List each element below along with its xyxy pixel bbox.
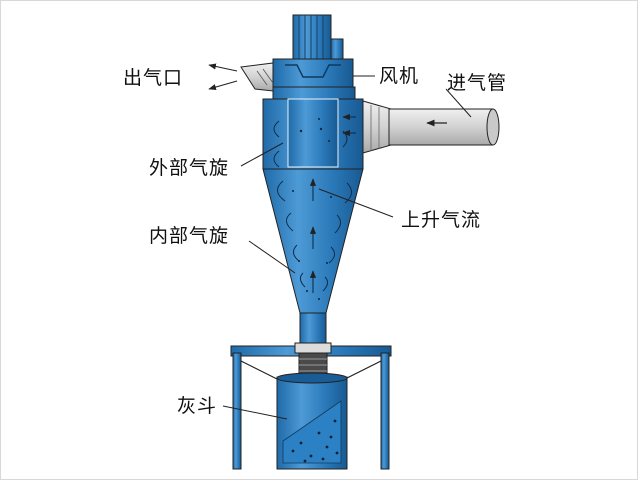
fan-housing [272, 58, 356, 100]
inlet-pipe [362, 100, 500, 154]
rising-flow-arrows [309, 113, 356, 293]
outlet-duct [240, 62, 274, 92]
label-outlet: 出气口 [123, 67, 184, 89]
label-outer-vortex: 外部气旋 [149, 157, 230, 179]
label-fan: 风机 [379, 65, 420, 87]
label-rising-flow: 上升气流 [401, 209, 482, 231]
dust-particles [292, 118, 332, 300]
discharge-neck [294, 312, 332, 378]
ash-hopper [276, 372, 348, 470]
label-ash-hopper: 灰斗 [177, 395, 218, 417]
airflow-swirls [273, 120, 352, 292]
fan-motor [292, 14, 344, 60]
label-inner-vortex: 内部气旋 [149, 225, 230, 247]
vortex-finder-tube [287, 98, 339, 168]
label-inlet-pipe: 进气管 [447, 72, 508, 94]
leader-lines [222, 75, 472, 420]
outlet-arrows [208, 63, 238, 91]
